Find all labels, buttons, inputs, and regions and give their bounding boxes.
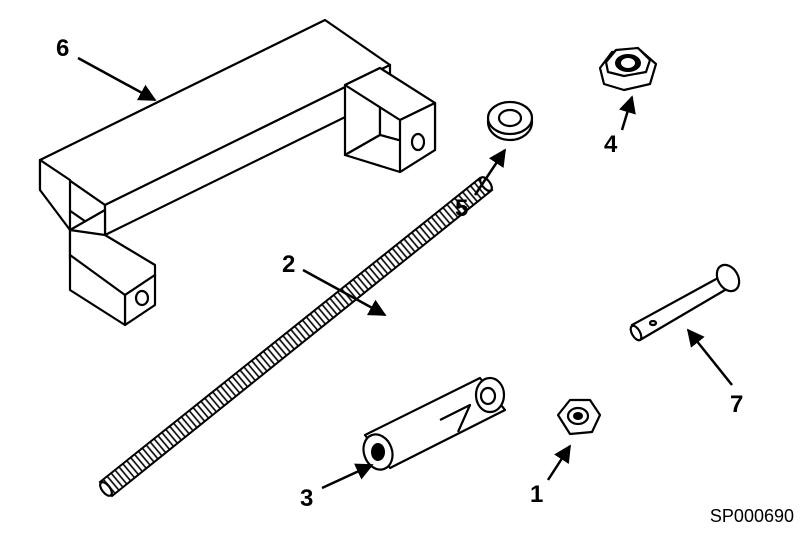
callout-5: 5 [455,195,468,222]
lock-nut-part [598,46,658,92]
callout-arrow-1 [546,444,572,481]
callout-6: 6 [56,35,69,62]
clevis-pin-part [629,263,741,342]
callout-arrow-7 [686,328,733,386]
callout-7: 7 [730,391,743,418]
callout-arrow-2 [302,268,387,317]
figure-code: SP000690 [709,506,794,526]
callout-3: 3 [300,485,313,512]
callout-arrow-4 [619,95,636,131]
callout-2: 2 [282,251,295,278]
washer-part [486,100,534,142]
callout-arrow-5 [473,148,507,196]
callout-1: 1 [530,481,543,508]
bracket-part [38,18,437,327]
callout-4: 4 [604,131,618,158]
callout-arrow-6 [77,56,157,102]
callout-arrow-3 [321,463,374,490]
clevis-part [362,376,507,471]
nut-part [556,398,602,436]
threaded-rod-part [98,176,494,498]
